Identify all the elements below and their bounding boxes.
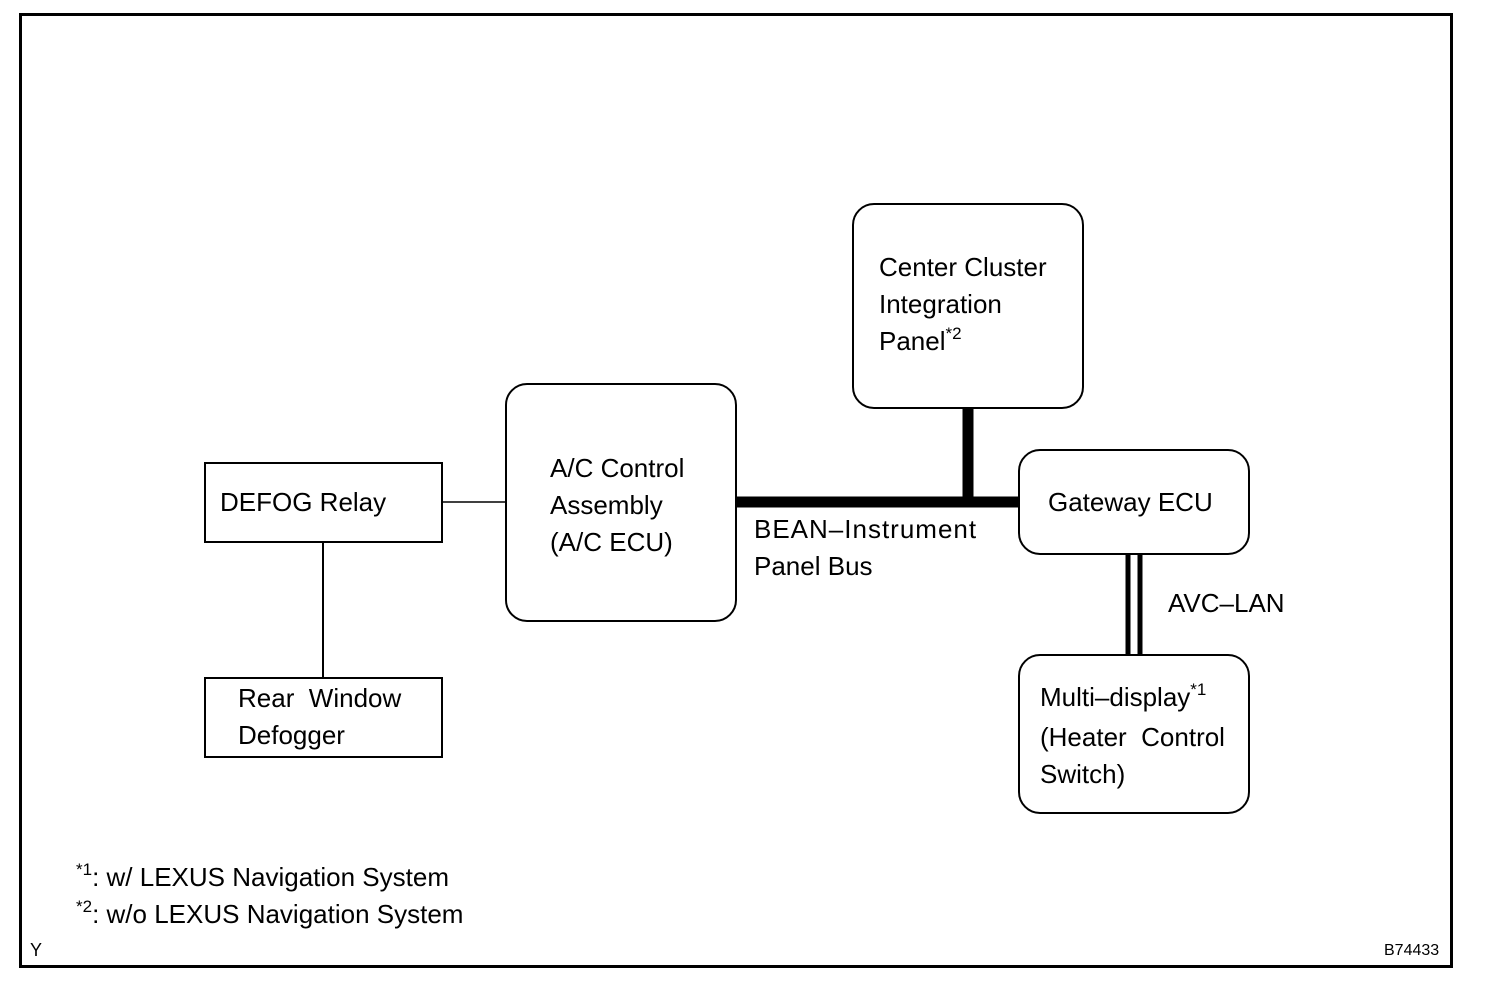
bean-bus-line1: BEAN–Instrument bbox=[754, 514, 978, 544]
footnote-2-text: : w/o LEXUS Navigation System bbox=[92, 899, 464, 929]
rear-window-line2: Defogger bbox=[238, 720, 345, 750]
multi-display-label: Multi–display*1 (Heater Control Switch) bbox=[1040, 679, 1225, 793]
center-cluster-line3: Panel bbox=[879, 326, 946, 356]
rear-window-defogger-label: Rear Window Defogger bbox=[238, 680, 401, 754]
footnote-2: *2: w/o LEXUS Navigation System bbox=[76, 896, 463, 936]
footnote-1: *1: w/ LEXUS Navigation System bbox=[76, 859, 449, 899]
center-cluster-line1: Center Cluster bbox=[879, 252, 1047, 282]
footnote-1-text: : w/ LEXUS Navigation System bbox=[92, 862, 449, 892]
defog-relay-label: DEFOG Relay bbox=[220, 487, 387, 517]
multi-display-line1: Multi–display bbox=[1040, 682, 1191, 712]
multi-display-line2: (Heater Control bbox=[1040, 722, 1225, 752]
gateway-ecu-label: Gateway ECU bbox=[1048, 487, 1213, 517]
center-cluster-box bbox=[852, 203, 1084, 409]
ac-control-label: A/C Control Assembly (A/C ECU) bbox=[550, 450, 684, 561]
corner-left-marker: Y bbox=[30, 940, 43, 960]
center-cluster-line2: Integration bbox=[879, 289, 1002, 319]
rear-window-line1: Rear Window bbox=[238, 683, 402, 713]
figure-id: B74433 bbox=[1384, 942, 1440, 959]
bean-bus-line2: Panel Bus bbox=[754, 551, 873, 581]
avc-lan-label: AVC–LAN bbox=[1168, 588, 1285, 618]
center-cluster-footnote-mark: *2 bbox=[945, 324, 962, 343]
multi-display-line3: Switch) bbox=[1040, 759, 1126, 789]
bean-bus-label: BEAN–Instrument Panel Bus bbox=[754, 511, 977, 585]
ac-control-line2: Assembly bbox=[550, 490, 663, 520]
ac-control-line1: A/C Control bbox=[550, 453, 685, 483]
ac-control-box bbox=[505, 383, 737, 622]
diagram-frame bbox=[19, 13, 1453, 968]
multi-display-box bbox=[1018, 654, 1250, 814]
multi-display-footnote-mark: *1 bbox=[1190, 680, 1207, 699]
footnote-2-mark: *2 bbox=[76, 897, 93, 916]
ac-control-line3: (A/C ECU) bbox=[550, 527, 673, 557]
rear-window-defogger-box bbox=[204, 677, 443, 758]
defog-relay-box bbox=[204, 462, 443, 543]
footnote-1-mark: *1 bbox=[76, 860, 93, 879]
gateway-ecu-box bbox=[1018, 449, 1250, 555]
center-cluster-label: Center Cluster Integration Panel*2 bbox=[879, 249, 1047, 363]
